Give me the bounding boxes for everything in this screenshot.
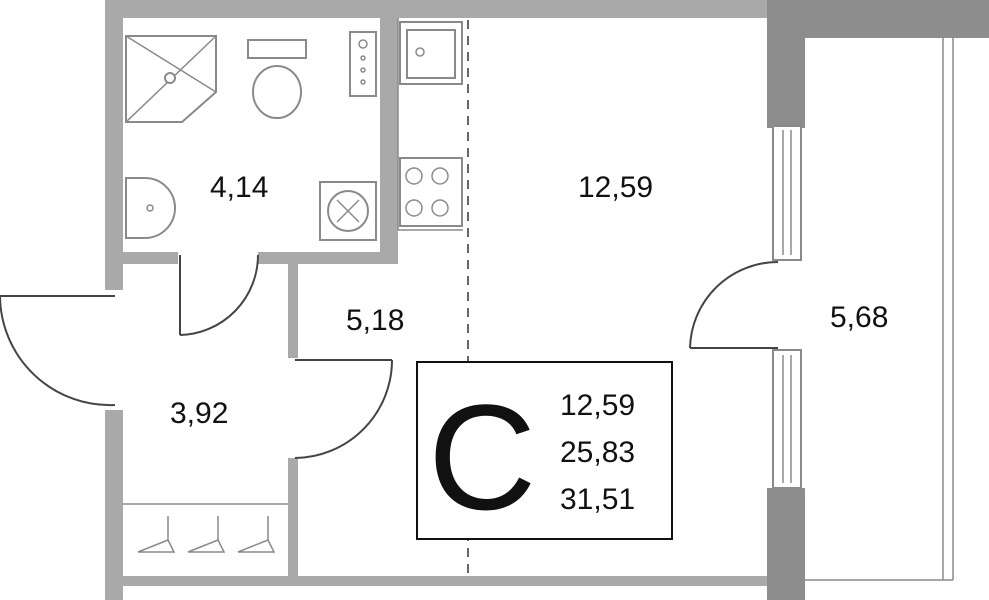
- legend-living-area: 12,59: [560, 389, 635, 422]
- legend-total-area: 25,83: [560, 436, 635, 469]
- room-area-living: 12,59: [578, 171, 653, 204]
- fixtures: [125, 21, 463, 553]
- room-area-bathroom: 4,14: [210, 171, 268, 204]
- walls: [105, 0, 989, 600]
- room-area-balcony: 5,68: [830, 301, 888, 334]
- area-legend: С 12,59 25,83 31,51: [416, 361, 673, 541]
- inner-lines: [123, 18, 954, 581]
- room-area-kitchen-corridor: 5,18: [346, 304, 404, 337]
- windows: [772, 125, 802, 489]
- doors: [0, 254, 779, 459]
- room-area-hall: 3,92: [170, 397, 228, 430]
- legend-total-with-balcony: 31,51: [560, 483, 635, 516]
- apartment-type-letter: С: [428, 373, 536, 541]
